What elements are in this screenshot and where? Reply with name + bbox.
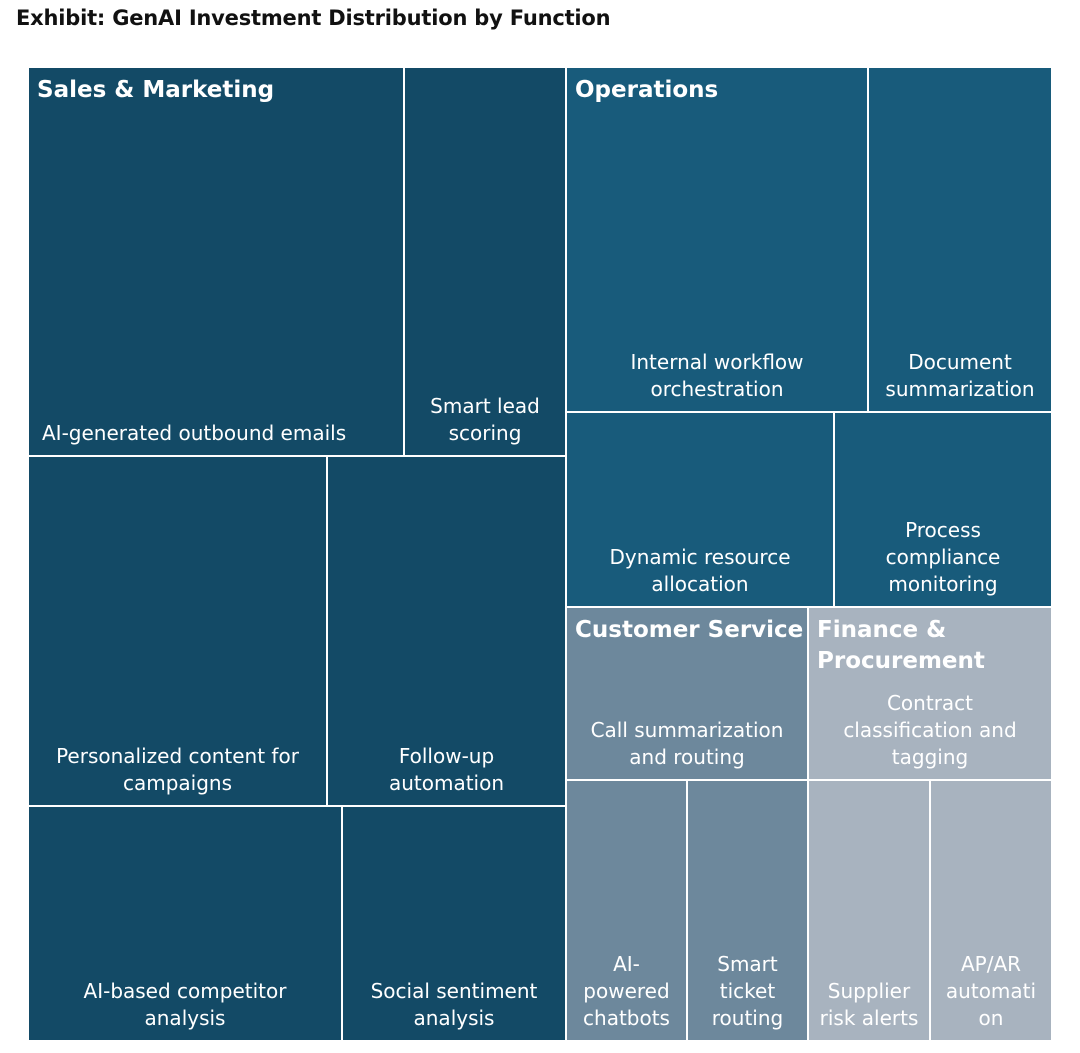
tile-label: Supplier risk alerts — [819, 979, 919, 1030]
treemap-tile-ap-ar-automation: AP/AR automati on — [930, 780, 1052, 1041]
treemap-tile-ai-powered-chatbots: AI- powered chatbots — [566, 780, 687, 1041]
tile-label: Smart lead scoring — [430, 394, 540, 445]
treemap-tile-supplier-risk-alerts: Supplier risk alerts — [808, 780, 930, 1041]
treemap-tile-contract-classification-and-tagging: Contract classification and tagging — [808, 607, 1052, 780]
tile-label: Contract classification and tagging — [843, 691, 1017, 769]
category-label-ops: Operations — [575, 77, 719, 103]
tile-label: Call summarization and routing — [590, 718, 784, 769]
tile-label: Personalized content for campaigns — [56, 744, 299, 795]
treemap-tile-document-summarization: Document summarization — [868, 67, 1052, 412]
tile-label: Internal workflow orchestration — [630, 350, 804, 401]
chart-title: Exhibit: GenAI Investment Distribution b… — [16, 6, 611, 30]
treemap-tile-process-compliance-monitoring: Process compliance monitoring — [834, 412, 1052, 607]
tile-label: AI-based competitor analysis — [83, 979, 287, 1030]
treemap-tile-ai-generated-outbound-emails: AI-generated outbound emails — [28, 67, 404, 456]
treemap-tile-smart-lead-scoring: Smart lead scoring — [404, 67, 566, 456]
treemap-tile-personalized-content-for-campaigns: Personalized content for campaigns — [28, 456, 327, 806]
category-label-fin: Finance & Procurement — [817, 617, 985, 674]
treemap-tile-social-sentiment-analysis: Social sentiment analysis — [342, 806, 566, 1041]
treemap-tile-smart-ticket-routing: Smart ticket routing — [687, 780, 808, 1041]
treemap-tile-internal-workflow-orchestration: Internal workflow orchestration — [566, 67, 868, 412]
tile-label: Dynamic resource allocation — [609, 545, 791, 596]
tile-label: Process compliance monitoring — [885, 518, 1001, 596]
treemap-tile-call-summarization-and-routing: Call summarization and routing — [566, 607, 808, 780]
tile-label: Social sentiment analysis — [370, 979, 538, 1030]
tile-label: AP/AR automati on — [945, 952, 1037, 1030]
tile-label: AI- powered chatbots — [583, 952, 670, 1030]
treemap-tile-ai-based-competitor-analysis: AI-based competitor analysis — [28, 806, 342, 1041]
category-label-sales: Sales & Marketing — [37, 77, 275, 103]
treemap-tile-follow-up-automation: Follow-up automation — [327, 456, 566, 806]
category-label-cs: Customer Service — [575, 617, 804, 643]
tile-label: Smart ticket routing — [711, 952, 784, 1030]
tile-label: Document summarization — [885, 350, 1035, 401]
treemap-tile-dynamic-resource-allocation: Dynamic resource allocation — [566, 412, 834, 607]
tile-label: AI-generated outbound emails — [42, 421, 347, 445]
tile-label: Follow-up automation — [388, 744, 505, 795]
treemap: AI-generated outbound emails Smart lead s… — [28, 67, 1052, 1041]
